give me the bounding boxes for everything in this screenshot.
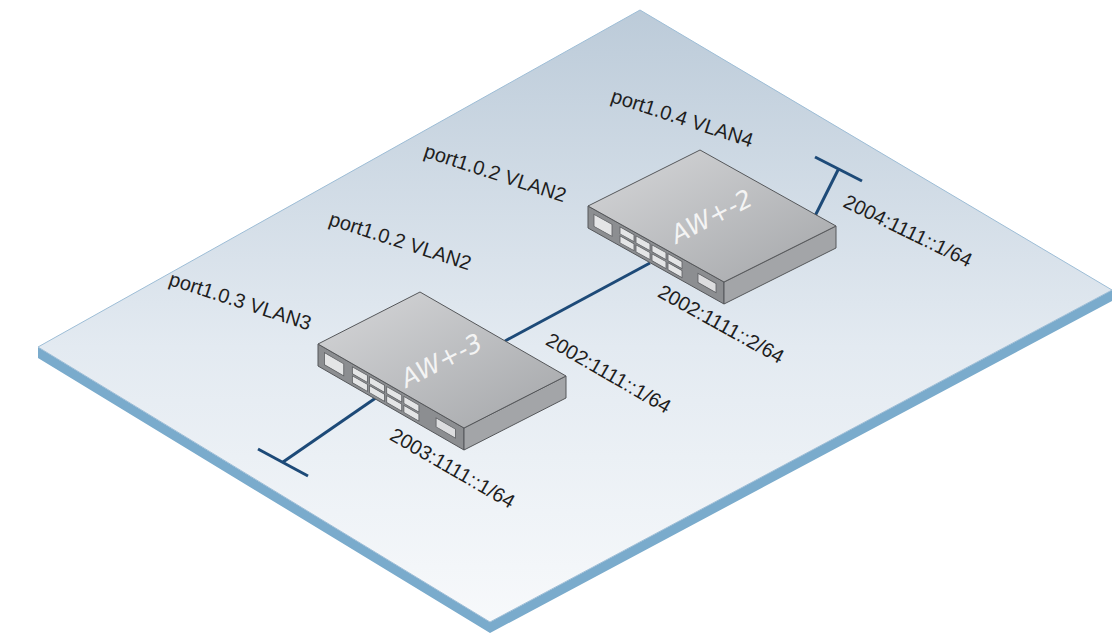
network-wire [283,395,380,462]
switch-node: AW+-3 [316,290,568,452]
port-symbol [636,245,650,260]
switch-node: AW+-2 [586,148,838,306]
port-symbol [387,396,402,412]
port-symbol [404,405,419,421]
port-symbol [370,386,385,402]
terminator-bar [815,157,862,181]
port-symbol [594,214,612,236]
port-symbol [620,236,634,251]
port-symbol [436,418,455,438]
switch-top-face [588,150,836,282]
port-symbol [324,353,343,376]
port-symbol [652,254,666,269]
network-link [505,263,650,341]
terminator-bar [258,449,308,476]
port-symbol [668,263,682,278]
port-symbol [698,273,716,292]
port-symbol [352,376,367,392]
switch-top-face [318,292,566,428]
plane-surface [38,10,1112,622]
